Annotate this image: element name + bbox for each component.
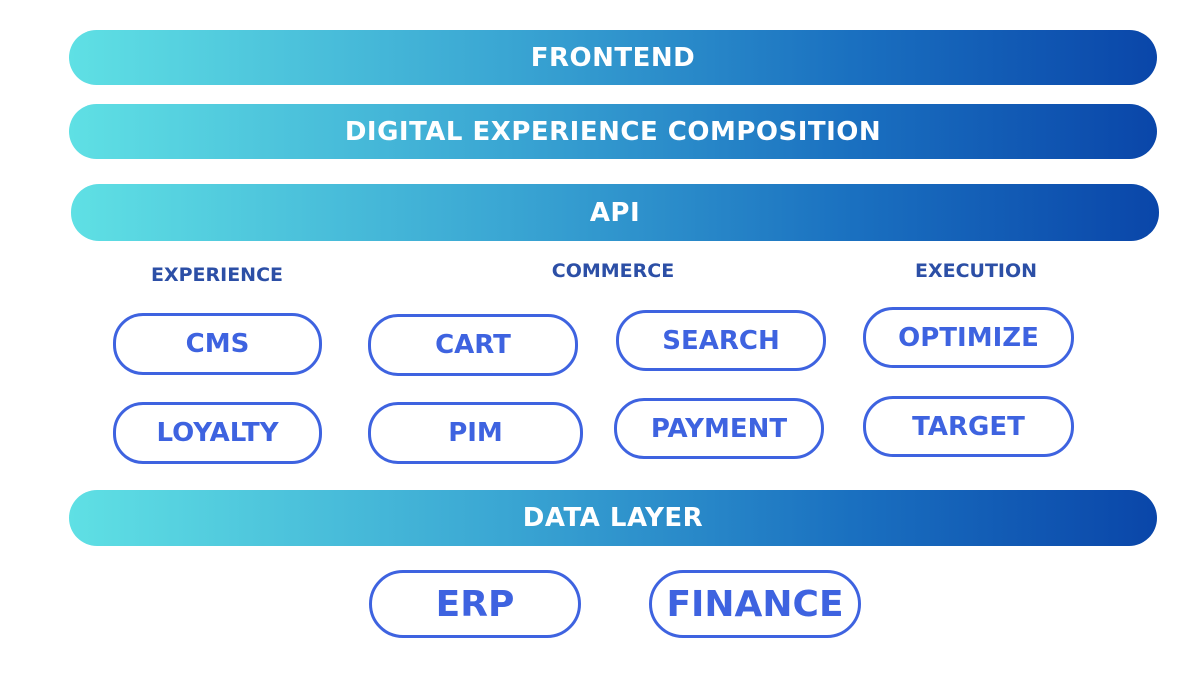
category-commerce: COMMERCE <box>551 260 675 282</box>
category-execution: EXECUTION <box>914 260 1038 282</box>
api-layer: API <box>71 184 1159 241</box>
data-layer-label: DATA LAYER <box>522 503 704 533</box>
module-payment: PAYMENT <box>614 398 824 459</box>
backend-finance: FINANCE <box>649 570 861 638</box>
backend-erp: ERP <box>369 570 581 638</box>
module-pim: PIM <box>368 402 583 464</box>
dxc-layer: DIGITAL EXPERIENCE COMPOSITION <box>69 104 1157 159</box>
module-cms: CMS <box>113 313 322 375</box>
frontend-layer: FRONTEND <box>69 30 1157 85</box>
api-layer-label: API <box>589 197 641 228</box>
data-layer: DATA LAYER <box>69 490 1157 546</box>
frontend-layer-label: FRONTEND <box>530 42 696 73</box>
module-search: SEARCH <box>616 310 826 371</box>
module-cart: CART <box>368 314 578 376</box>
dxc-layer-label: DIGITAL EXPERIENCE COMPOSITION <box>344 116 882 147</box>
category-experience: EXPERIENCE <box>150 264 284 286</box>
module-loyalty: LOYALTY <box>113 402 322 464</box>
module-optimize: OPTIMIZE <box>863 307 1074 368</box>
module-target: TARGET <box>863 396 1074 457</box>
